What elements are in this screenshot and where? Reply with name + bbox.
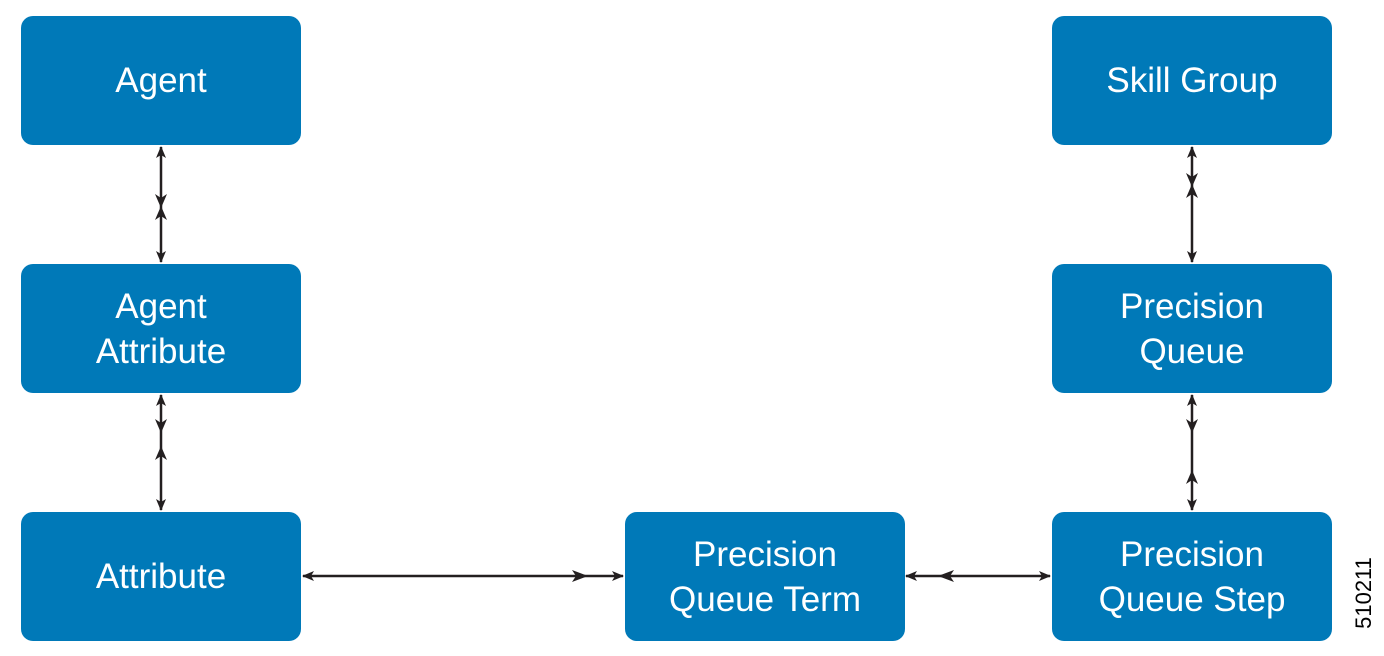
node-label: Attribute [95, 557, 227, 596]
connector-skill-group-precision-queue [1186, 146, 1198, 263]
arrowhead-icon [155, 446, 167, 460]
connector-precision-queue-term-precision-queue-step [905, 570, 1051, 582]
arrowhead-icon [155, 206, 167, 220]
node-label: Agent [115, 286, 207, 326]
arrowhead-icon [938, 570, 954, 582]
node-label: Queue Step [1098, 579, 1286, 619]
connector-agent-agent-attribute [155, 146, 167, 263]
figure-id: 510211 [1351, 557, 1376, 629]
node-skill-group: Skill Group [1052, 16, 1332, 145]
arrowhead-icon [1186, 419, 1198, 433]
node-label: Skill Group [1106, 61, 1278, 100]
arrowhead-icon [155, 419, 167, 433]
node-label: Queue [1139, 331, 1245, 371]
node-label: Queue Term [669, 579, 861, 619]
connector-precision-queue-precision-queue-step [1186, 394, 1198, 511]
node-precision-queue: Precision Queue [1052, 264, 1332, 393]
node-label: Attribute [95, 331, 227, 371]
node-label: Agent [115, 61, 207, 100]
node-precision-queue-step: Precision Queue Step [1052, 512, 1332, 641]
connector-agent-attribute-attribute [155, 394, 167, 511]
arrowhead-icon [1186, 470, 1198, 484]
arrowhead-icon [1186, 184, 1198, 198]
node-label: Precision [693, 534, 837, 574]
node-attribute: Attribute [21, 512, 301, 641]
arrowhead-icon [1186, 173, 1198, 187]
node-label: Precision [1120, 286, 1264, 326]
arrowhead-icon [572, 570, 588, 582]
node-agent: Agent [21, 16, 301, 145]
node-precision-queue-term: Precision Queue Term [625, 512, 905, 641]
arrowhead-icon [155, 194, 167, 208]
connector-attribute-precision-queue-term [302, 570, 624, 582]
node-agent-attribute: Agent Attribute [21, 264, 301, 393]
node-label: Precision [1120, 534, 1264, 574]
